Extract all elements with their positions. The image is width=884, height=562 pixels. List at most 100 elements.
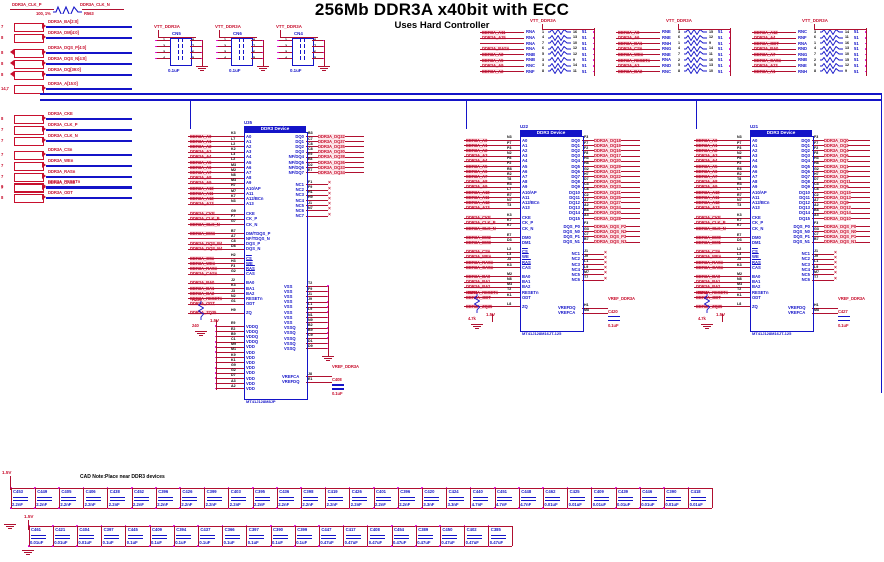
addr-pin-name: A3 — [522, 153, 528, 159]
cap-branch-wire — [155, 488, 157, 508]
junction-dot — [323, 45, 325, 48]
cap-plate-a — [642, 497, 658, 499]
port-shape[interactable] — [14, 137, 44, 146]
resistor-network-group: VTT_DDR3ADDR3A_A11RNA11651DDR3A_A15RNA41… — [480, 18, 884, 80]
port-shape[interactable] — [14, 23, 44, 32]
port-net-label: DDR3A_DQ[39:0] — [48, 67, 81, 72]
port-wire — [46, 118, 132, 120]
gnd-pin-name: VSSQ — [284, 346, 296, 351]
cap-ref-label: C390 — [666, 489, 677, 494]
cap-array-value: 0.1uF — [168, 68, 180, 73]
cap-branch-wire — [615, 488, 617, 508]
rn-pin-left: 5 — [814, 63, 816, 68]
port-shape[interactable] — [14, 71, 44, 80]
nc-pin-name: NC2 — [295, 187, 304, 193]
cap-row-end-wire — [512, 526, 513, 546]
port-shape[interactable] — [14, 60, 44, 69]
addr-pin-number: P7 — [507, 140, 512, 145]
cap-ref-label: C461 — [31, 527, 42, 532]
vref-pin-name: VREFDQ — [282, 379, 300, 385]
rn-wire-left — [616, 60, 660, 61]
gnd-pin-number: D1 — [308, 338, 313, 343]
port-arrow-out — [42, 49, 46, 55]
rn-ref-label: RNE — [662, 35, 671, 40]
ctrl-wire — [464, 251, 520, 253]
data-pin-number: G2 — [814, 166, 819, 171]
rn-value-label: 51 — [718, 35, 723, 40]
cap-plate-a — [158, 497, 174, 499]
port-shape[interactable] — [14, 34, 44, 43]
cap-plate-a — [666, 497, 682, 499]
cap-branch-wire — [34, 488, 36, 508]
cap-branch-wire — [101, 526, 103, 546]
rn-wire-left — [480, 37, 524, 39]
cap-value-label: 0.1uF — [126, 540, 138, 545]
dqs-pin-number: C7 — [584, 231, 589, 236]
cap-branch-wire — [276, 488, 278, 508]
data-pin-number: H8 — [814, 161, 819, 166]
port-shape[interactable] — [14, 173, 44, 182]
dqs-pin-name: DQS_P0 — [793, 223, 810, 229]
nc-wire — [812, 269, 834, 271]
rn-value-label: 51 — [582, 35, 587, 40]
junction-dot — [494, 487, 496, 489]
nc-wire — [582, 264, 604, 265]
dqs-pin-number: B7 — [814, 237, 819, 241]
addr-pin-name: A9 — [522, 184, 528, 190]
nc-wire — [582, 258, 604, 260]
junction-dot — [445, 487, 448, 489]
gnd-bar-2 — [703, 326, 711, 328]
ctrl-pin-number: N8 — [737, 277, 742, 281]
cap-plate-a — [206, 497, 222, 499]
cap-branch-wire — [318, 526, 320, 546]
gnd-wire — [306, 332, 328, 334]
port-wire — [46, 176, 132, 178]
port-shape[interactable] — [14, 183, 44, 192]
junction-dot — [215, 367, 217, 369]
addr-pin-name: A1 — [522, 142, 528, 148]
port-shape[interactable] — [14, 162, 44, 171]
ctrl-pin-name: CS — [522, 249, 528, 255]
port-shape[interactable] — [14, 194, 44, 203]
junction-dot — [463, 525, 466, 527]
nc-pin-name: NC3 — [801, 261, 810, 267]
cap-wire-left — [217, 46, 231, 47]
ctrl-pin-number: J3 — [507, 257, 511, 262]
nc-pin-number: T7 — [584, 275, 589, 279]
power-wire — [216, 378, 244, 379]
data-net-label: DDR3A_DQ5 — [824, 168, 849, 174]
rn-pin-left: 3 — [678, 29, 680, 34]
power-pin-name: VDDQ — [246, 339, 259, 345]
port-shape[interactable] — [14, 126, 44, 135]
rn-wire-left — [752, 71, 796, 73]
port-shape[interactable] — [14, 151, 44, 160]
cap-plate-a — [618, 497, 633, 499]
gnd-pin-name: VSS — [284, 299, 293, 305]
port-shape[interactable] — [14, 115, 44, 124]
junction-dot — [82, 487, 85, 489]
rn-ref-label: RNA — [526, 40, 536, 46]
ctrl-wire — [694, 276, 750, 278]
ctrl-pin-name: RESETn — [246, 296, 263, 301]
cap-plate-b — [351, 500, 367, 502]
cap-plate-a — [239, 44, 240, 48]
vtt-rail-label: VTT_DDR3A — [215, 24, 241, 29]
cap-wire-left — [278, 58, 292, 59]
port-wire — [46, 154, 132, 156]
cap-value-label: 0.01uF — [689, 502, 703, 507]
ctrl-pin-name: CKE — [246, 211, 255, 217]
vtt-cap-bank: VTT_DDR3ACN5182736450.1uF — [150, 24, 208, 80]
port-arrow-out — [42, 23, 46, 29]
addr-pin-name: A0 — [752, 137, 758, 143]
rn-ref-label: RNC — [798, 29, 808, 35]
rn-pin-left: 6 — [814, 35, 816, 40]
port-shape[interactable] — [14, 49, 44, 58]
